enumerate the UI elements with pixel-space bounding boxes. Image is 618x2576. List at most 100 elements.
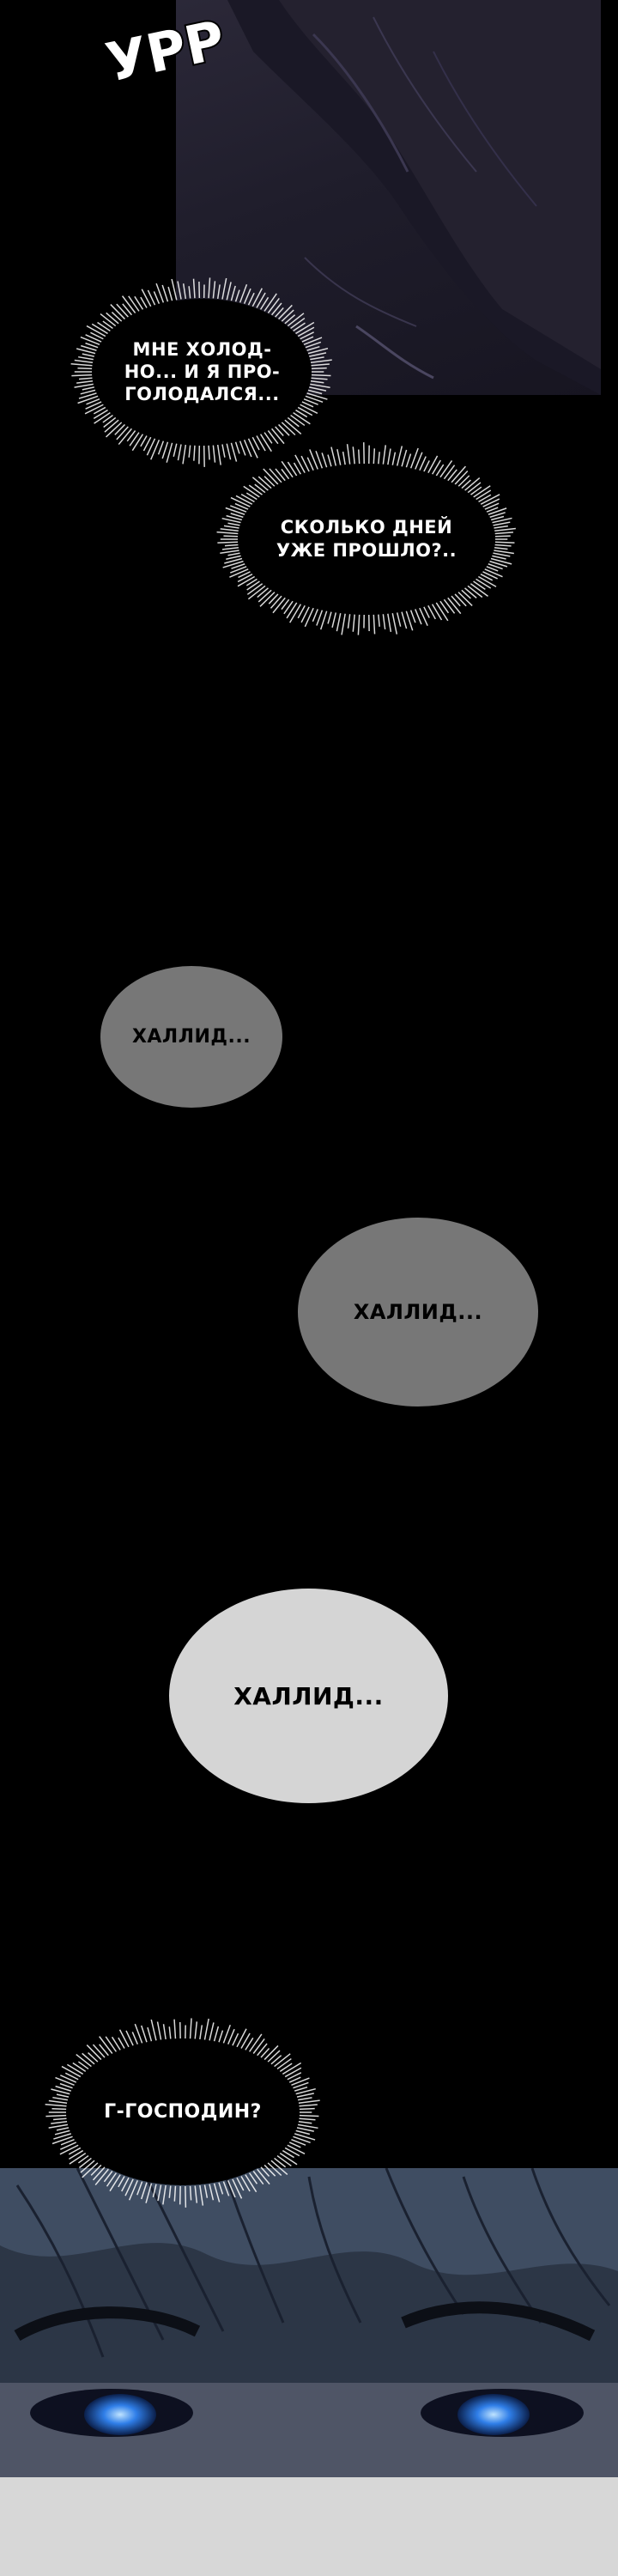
burst-ray: [224, 544, 239, 547]
burst-ray: [209, 2022, 215, 2041]
burst-ray: [167, 286, 173, 301]
burst-ray: [173, 443, 178, 457]
burst-ray: [147, 2026, 153, 2042]
burst-ray: [473, 485, 491, 498]
burst-ray: [301, 336, 314, 343]
burst-ray: [150, 439, 161, 460]
sfx-lettering: УРР: [99, 6, 232, 95]
burst-ray: [94, 411, 111, 424]
burst-ray: [90, 331, 104, 340]
burst-ray: [263, 468, 279, 485]
burst-ray: [267, 2050, 281, 2063]
burst-ray: [281, 598, 290, 611]
burst-ray: [106, 422, 123, 438]
burst-ray: [293, 462, 302, 475]
burst-ray: [306, 345, 320, 351]
burst-ray: [173, 2019, 177, 2039]
burst-ray: [249, 2033, 263, 2052]
burst-ray: [486, 566, 499, 572]
burst-ray: [240, 2032, 251, 2049]
burst-ray: [316, 610, 324, 626]
burst-ray: [431, 459, 441, 475]
burst-ray: [296, 2127, 314, 2132]
burst-ray: [310, 359, 332, 363]
burst-ray: [194, 2185, 198, 2203]
burst-ray: [246, 583, 264, 595]
burst-ray: [52, 2096, 69, 2101]
burst-ray: [51, 2088, 70, 2095]
burst-ray: [110, 304, 125, 320]
burst-ray: [461, 479, 471, 489]
burst-ray: [141, 2182, 148, 2200]
burst-ray: [291, 2077, 310, 2087]
burst-ray: [290, 317, 306, 330]
burst-ray: [287, 461, 298, 477]
burst-ray: [467, 585, 483, 598]
burst-ray: [327, 611, 332, 624]
burst-ray: [476, 578, 492, 589]
burst-ray: [464, 477, 481, 491]
burst-ray: [69, 2152, 87, 2165]
burst-ray: [48, 2123, 69, 2129]
burst-ray: [279, 2152, 298, 2166]
burst-ray: [396, 446, 403, 466]
burst-ray: [80, 389, 96, 395]
burst-ray: [315, 451, 324, 469]
burst-ray: [423, 606, 430, 618]
burst-ray: [254, 483, 266, 494]
burst-ray: [494, 532, 513, 535]
burst-ray: [290, 414, 306, 427]
burst-ray: [80, 2160, 95, 2173]
burst-ray: [84, 404, 104, 415]
burst-ray: [391, 452, 397, 465]
burst-ray: [494, 535, 511, 538]
burst-ray: [387, 613, 392, 633]
bottom-illustration-panel: [0, 2168, 618, 2576]
burst-ray: [157, 440, 165, 455]
burst-ray: [91, 323, 108, 335]
burst-ray: [194, 2021, 198, 2039]
burst-ray: [245, 2037, 254, 2050]
burst-ray: [82, 2162, 99, 2178]
burst-ray: [213, 2183, 221, 2202]
burst-ray: [267, 2162, 282, 2177]
burst-ray: [294, 454, 306, 474]
burst-ray: [264, 2164, 276, 2177]
burst-ray: [341, 613, 346, 635]
burst-ray: [304, 607, 314, 628]
burst-ray: [492, 555, 506, 560]
burst-ray: [279, 2063, 293, 2073]
burst-ray: [275, 426, 284, 437]
burst-ray: [454, 471, 469, 485]
burst-ray: [93, 409, 108, 420]
burst-ray: [470, 486, 482, 495]
burst-ray: [218, 2030, 224, 2043]
burst-ray: [245, 578, 258, 586]
burst-ray: [100, 313, 117, 327]
burst-ray: [257, 2043, 268, 2057]
burst-ray: [488, 507, 507, 515]
burst-ray: [494, 544, 512, 547]
burst-ray: [272, 597, 286, 614]
burst-ray: [288, 2076, 301, 2083]
burst-ray: [230, 566, 247, 574]
burst-ray: [82, 2052, 95, 2065]
burst-ray: [232, 2178, 243, 2199]
burst-ray: [297, 326, 315, 337]
burst-ray: [59, 2144, 79, 2155]
burst-ray: [258, 476, 272, 489]
burst-ray: [306, 457, 314, 471]
bubble-6-text: Г-ГОСПОДИН?: [104, 2101, 262, 2123]
burst-ray: [259, 434, 272, 453]
burst-ray: [373, 614, 376, 635]
burst-ray: [311, 363, 330, 367]
burst-ray: [128, 2179, 138, 2201]
burst-ray: [251, 477, 269, 491]
burst-ray: [281, 422, 296, 436]
burst-ray: [486, 507, 499, 513]
burst-ray: [126, 430, 136, 442]
bubble-4-text: ХАЛЛИД...: [353, 1300, 483, 1324]
burst-ray: [480, 574, 494, 581]
burst-ray: [102, 414, 113, 423]
burst-ray: [251, 288, 263, 307]
